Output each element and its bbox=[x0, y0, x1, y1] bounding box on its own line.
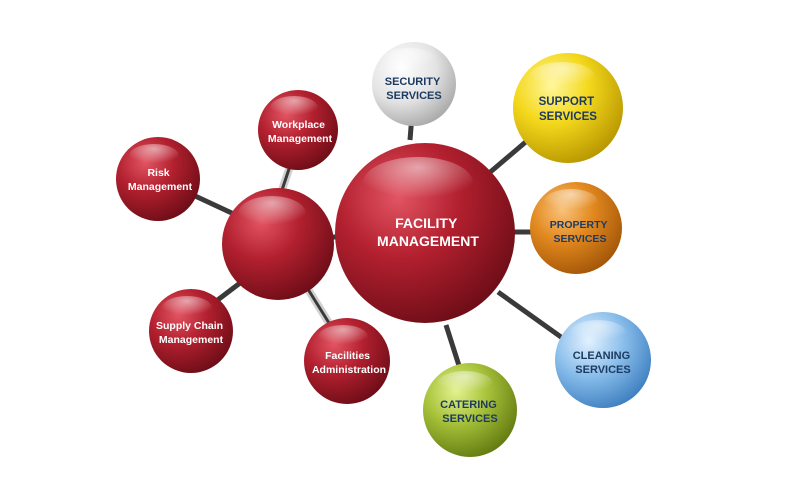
node-risk: Risk Management bbox=[116, 137, 200, 221]
node-security-line-1: SECURITY bbox=[385, 76, 441, 88]
node-workplace: Workplace Management bbox=[258, 90, 338, 170]
svg-text:SUPPORT SERVICES: SUPPORT SERVICES bbox=[539, 96, 598, 123]
node-property: PROPERTY SERVICES bbox=[530, 182, 622, 274]
node-cleaning-line-1: CLEANING bbox=[573, 350, 630, 362]
node-security: SECURITY SERVICES bbox=[372, 42, 456, 126]
node-security-line-2: SERVICES bbox=[386, 90, 441, 102]
node-catering: CATERING SERVICES bbox=[423, 363, 517, 457]
svg-text:SECURITY SERVICES: SECURITY SERVICES bbox=[385, 76, 443, 102]
node-facilities-line-1: Facilities bbox=[325, 350, 370, 362]
node-supply-chain: Supply Chain Management bbox=[149, 289, 233, 373]
connector-hub-facilities-inner bbox=[304, 285, 331, 324]
node-cleaning-line-2: SERVICES bbox=[575, 364, 630, 376]
svg-text:Facilities Administrat: Facilities Administration bbox=[312, 350, 386, 376]
node-risk-line-1: Risk bbox=[147, 167, 169, 179]
node-support-line-1: SUPPORT bbox=[539, 96, 595, 108]
svg-text:PROPERTY SERVICES: PROPERTY SERVICES bbox=[550, 219, 611, 245]
svg-text:FACILITY MANAGEMENT: FACILITY MANAGEMENT bbox=[377, 215, 479, 249]
node-catering-line-1: CATERING bbox=[440, 399, 497, 411]
connector-hub-risk bbox=[191, 192, 238, 218]
center-title-line-1: FACILITY bbox=[395, 215, 458, 231]
node-support-line-2: SERVICES bbox=[539, 111, 597, 123]
node-supply-line-2: Management bbox=[159, 334, 224, 346]
node-facility-management: FACILITY MANAGEMENT bbox=[335, 143, 515, 323]
node-workplace-line-2: Management bbox=[268, 133, 333, 145]
node-catering-line-2: SERVICES bbox=[442, 413, 497, 425]
connector-center-cleaning bbox=[496, 289, 570, 345]
svg-text:Risk Management: Risk Management bbox=[128, 167, 193, 193]
node-property-line-2: SERVICES bbox=[554, 233, 607, 245]
svg-text:Workplace Management: Workplace Management bbox=[268, 119, 333, 145]
svg-text:CATERING SERVICES: CATERING SERVICES bbox=[440, 399, 500, 425]
node-supply-line-1: Supply Chain bbox=[156, 320, 223, 332]
center-title-line-2: MANAGEMENT bbox=[377, 233, 479, 249]
svg-text:Supply Chain Managemen: Supply Chain Management bbox=[156, 320, 226, 346]
hub-node bbox=[222, 188, 334, 300]
node-property-line-1: PROPERTY bbox=[550, 219, 608, 231]
node-facilities: Facilities Administration bbox=[304, 318, 390, 404]
node-risk-line-2: Management bbox=[128, 181, 193, 193]
node-workplace-line-1: Workplace bbox=[272, 119, 325, 131]
node-cleaning: CLEANING SERVICES bbox=[555, 312, 651, 408]
node-facilities-line-2: Administration bbox=[312, 364, 386, 376]
svg-text:CLEANING SERVICES: CLEANING SERVICES bbox=[573, 350, 634, 376]
node-support: SUPPORT SERVICES bbox=[513, 53, 623, 163]
